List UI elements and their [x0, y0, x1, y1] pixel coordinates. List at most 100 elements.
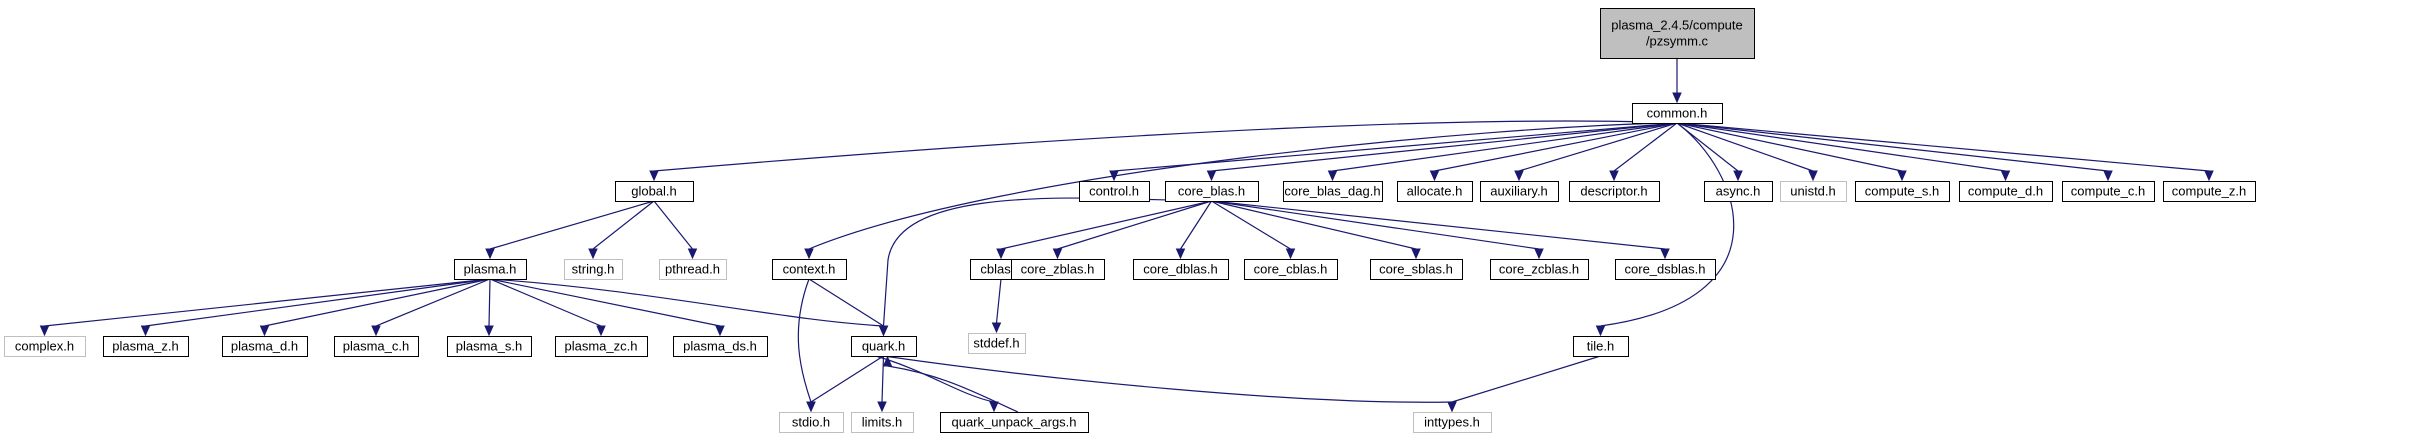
arrow-head-icon	[1327, 170, 1338, 182]
node-label: global.h	[631, 184, 677, 199]
edge-line	[1451, 355, 1601, 403]
edge-core-blas-to-core-dblas	[1175, 200, 1213, 260]
node-context[interactable]: context.h	[772, 259, 847, 280]
node-box	[779, 412, 844, 433]
node-box	[1959, 181, 2053, 202]
edge-line	[1179, 200, 1213, 250]
edge-line	[44, 278, 491, 327]
node-quark[interactable]: quark.h	[851, 336, 917, 357]
node-compute-c[interactable]: compute_c.h	[2062, 181, 2155, 202]
node-label: core_dsblas.h	[1625, 262, 1706, 277]
node-core-dsblas[interactable]: core_dsblas.h	[1615, 259, 1716, 280]
arrow-head-icon	[878, 325, 889, 337]
node-core-dblas[interactable]: core_dblas.h	[1133, 259, 1229, 280]
node-box	[1480, 181, 1559, 202]
node-box	[334, 336, 419, 357]
node-box	[1569, 181, 1660, 202]
node-label: async.h	[1716, 184, 1761, 199]
node-core-cblas[interactable]: core_cblas.h	[1244, 259, 1338, 280]
node-label: /pzsymm.c	[1646, 34, 1709, 49]
node-stddef: stddef.h	[968, 333, 1026, 354]
edge-quark-to-inttypes	[883, 355, 1457, 413]
edge-line	[1676, 122, 1739, 172]
node-label: stdio.h	[792, 415, 830, 430]
edge-line	[1113, 122, 1678, 172]
node-root[interactable]: plasma_2.4.5/compute/pzsymm.c	[1600, 8, 1755, 59]
node-limits: limits.h	[851, 412, 914, 433]
node-control[interactable]: control.h	[1079, 181, 1150, 202]
node-global[interactable]: global.h	[615, 181, 694, 202]
edge-quark-to-stdio	[806, 355, 884, 413]
edge-line	[1676, 122, 2006, 172]
node-plasma-z[interactable]: plasma_z.h	[103, 336, 189, 357]
arrow-head-icon	[1733, 170, 1743, 182]
node-plasma[interactable]: plasma.h	[454, 259, 527, 280]
node-label: core_cblas.h	[1254, 262, 1328, 277]
node-box	[851, 412, 914, 433]
arrow-head-icon	[877, 401, 887, 413]
nodes-layer: plasma_2.4.5/compute/pzsymm.c common.h glo…	[4, 8, 2256, 433]
arrow-head-icon	[1206, 170, 1217, 182]
arrow-head-icon	[1609, 170, 1619, 182]
node-quark-unpack-args[interactable]: quark_unpack_args.h	[940, 412, 1089, 433]
node-plasma-zc[interactable]: plasma_zc.h	[555, 336, 648, 357]
node-core-sblas[interactable]: core_sblas.h	[1370, 259, 1463, 280]
node-core-zcblas[interactable]: core_zcblas.h	[1490, 259, 1589, 280]
node-label: compute_z.h	[2172, 184, 2246, 199]
node-tile[interactable]: tile.h	[1573, 336, 1629, 357]
node-label: core_sblas.h	[1379, 262, 1453, 277]
node-label: allocate.h	[1407, 184, 1463, 199]
edge-common-to-unistd	[1676, 122, 1818, 182]
edge-line	[887, 365, 1019, 413]
edge-line	[810, 355, 884, 403]
edge-line	[1211, 200, 1666, 250]
node-allocate[interactable]: allocate.h	[1397, 181, 1473, 202]
node-label: plasma_zc.h	[565, 339, 638, 354]
edge-line	[145, 278, 491, 327]
edge-root-to-common	[1672, 58, 1682, 104]
edge-global-to-pthread	[653, 200, 698, 260]
edge-plasma-to-plasma-z	[140, 278, 491, 337]
edge-core-blas-to-cblas	[996, 200, 1212, 260]
arrow-head-icon	[806, 401, 816, 413]
node-box	[1573, 336, 1629, 357]
edge-plasma-to-complex	[39, 278, 491, 337]
node-box	[2163, 181, 2256, 202]
node-label: compute_s.h	[1865, 184, 1939, 199]
edge-line	[489, 200, 655, 250]
node-label: compute_c.h	[2071, 184, 2145, 199]
node-compute-z[interactable]: compute_z.h	[2163, 181, 2256, 202]
node-unistd: unistd.h	[1780, 181, 1847, 202]
node-box	[1283, 181, 1383, 202]
node-box	[1133, 259, 1229, 280]
node-box	[1011, 259, 1105, 280]
node-async[interactable]: async.h	[1704, 181, 1773, 202]
node-common[interactable]: common.h	[1632, 103, 1723, 124]
node-plasma-c[interactable]: plasma_c.h	[334, 336, 419, 357]
node-plasma-ds[interactable]: plasma_ds.h	[673, 336, 768, 357]
node-label: common.h	[1647, 106, 1708, 121]
node-label: plasma_z.h	[112, 339, 178, 354]
arrow-head-icon	[715, 325, 725, 337]
node-label: plasma_2.4.5/compute	[1611, 18, 1743, 33]
node-core-blas-dag[interactable]: core_blas_dag.h	[1283, 181, 1383, 202]
node-plasma-s[interactable]: plasma_s.h	[447, 336, 532, 357]
edge-line	[882, 197, 1212, 327]
node-plasma-d[interactable]: plasma_d.h	[222, 336, 308, 357]
edge-common-to-descriptor	[1609, 122, 1678, 182]
node-compute-d[interactable]: compute_d.h	[1959, 181, 2053, 202]
edge-line	[1211, 200, 1417, 250]
edge-line	[1211, 122, 1678, 172]
arrow-head-icon	[804, 248, 814, 260]
node-core-blas[interactable]: core_blas.h	[1165, 181, 1259, 202]
node-descriptor[interactable]: descriptor.h	[1569, 181, 1660, 202]
arrow-head-icon	[140, 325, 151, 337]
node-box	[564, 259, 623, 280]
arrow-head-icon	[996, 248, 1006, 260]
node-auxiliary[interactable]: auxiliary.h	[1480, 181, 1559, 202]
node-label: unistd.h	[1790, 184, 1836, 199]
node-core-zblas[interactable]: core_zblas.h	[1011, 259, 1105, 280]
edge-line	[489, 278, 884, 327]
node-compute-s[interactable]: compute_s.h	[1855, 181, 1950, 202]
